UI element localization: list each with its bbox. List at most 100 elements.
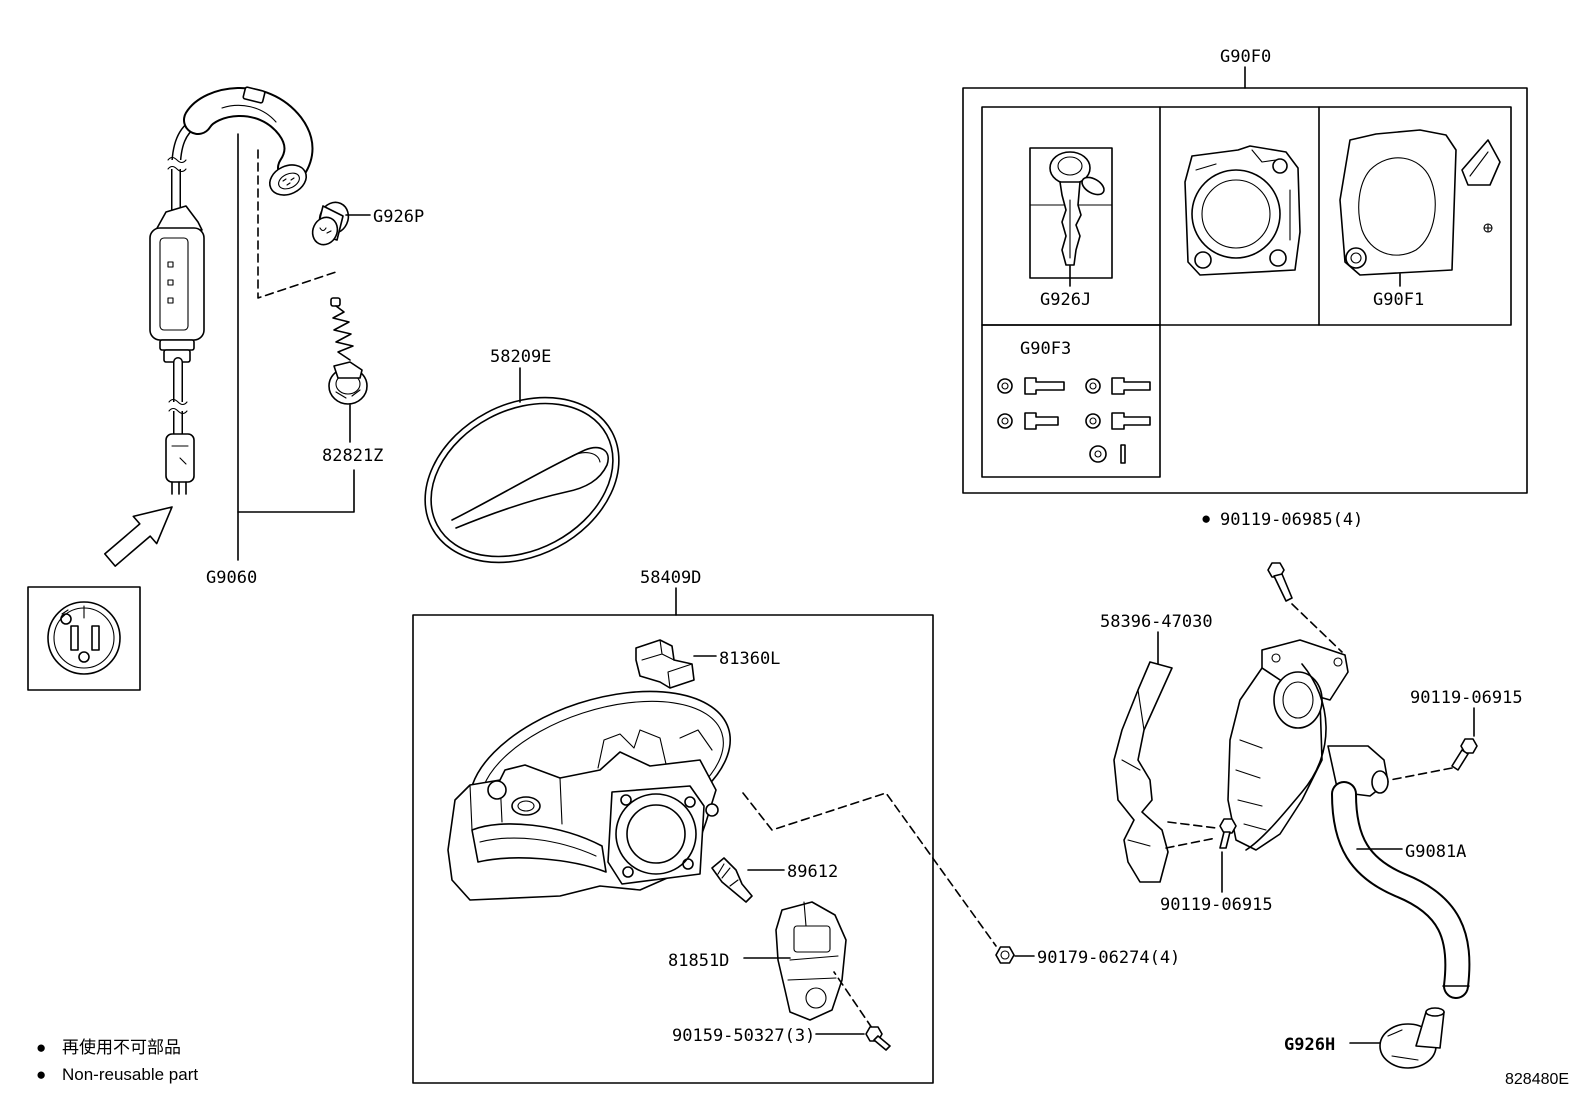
socket-inset-frame	[27, 586, 141, 691]
bracket-dashed-2	[1165, 837, 1217, 849]
g90f3-screw-4	[1111, 412, 1151, 430]
g90f3-washer-3-hole	[1001, 417, 1009, 425]
housing-grommet	[511, 796, 541, 816]
housing-bolt-hole-2	[684, 796, 696, 808]
lock-housing-plate	[1184, 145, 1301, 276]
handle-latch	[242, 86, 266, 104]
housing-bolt-hole-3	[622, 866, 634, 878]
actuator-screw-dashed	[833, 971, 873, 1029]
cover-g90f1-boss-hole	[1350, 252, 1362, 264]
spring-cap	[330, 297, 341, 307]
callout-90159-50327: 90159-50327(3)	[672, 1026, 815, 1046]
socket-ground-hole	[60, 613, 72, 625]
callout-58209e: 58209E	[490, 347, 551, 367]
housing-scoop-shade	[479, 837, 597, 857]
lid-outer-edge	[424, 396, 620, 564]
actuator-81851d-plunger	[805, 987, 827, 1009]
g90f3-cell-frame	[981, 324, 1161, 478]
legend: ● 再使用不可部品 ● Non-reusable part	[36, 1037, 198, 1084]
legend-item-japanese: 再使用不可部品	[62, 1037, 181, 1057]
lid-inner-edge	[430, 402, 614, 558]
actuator-81851d-motor	[793, 925, 831, 953]
control-box-top	[155, 205, 203, 231]
cap-g926h-spout	[1415, 1011, 1445, 1049]
socket-guide	[61, 605, 85, 619]
connector-head	[268, 164, 308, 196]
lock-housing-ring-inner	[1201, 179, 1271, 249]
wall-plug-detail	[171, 445, 189, 465]
socket-outer-ring	[47, 601, 121, 675]
g90f3-washer-4	[1085, 413, 1101, 429]
g90f3-washer-4-hole	[1089, 417, 1097, 425]
key-card	[1029, 147, 1113, 279]
connector-face	[278, 172, 300, 190]
charging-inlet-group: ● 90119-06985(4) 58396-47030 G9081A 9011…	[1100, 509, 1523, 1069]
clip-82821z-group: 82821Z	[322, 297, 383, 466]
socket-slot-left	[70, 625, 79, 651]
inlet-flange-hole-2	[1271, 653, 1281, 663]
callout-g926h: G926H	[1284, 1035, 1335, 1055]
bolt-90119-06915-right-shank	[1451, 749, 1469, 771]
callout-90119-06985: 90119-06985(4)	[1220, 510, 1363, 530]
fuel-lid-58209e-group: 58209E	[424, 347, 620, 564]
g90f3-washer-1	[997, 378, 1013, 394]
g90f0-outer-frame	[962, 87, 1528, 494]
g90f0-top-row-frame	[981, 106, 1512, 326]
control-box-indicator-3	[167, 297, 174, 304]
bolt-top-dashed	[1291, 603, 1343, 653]
bolt-right-dashed	[1389, 767, 1453, 781]
connector-81360l-body	[635, 639, 695, 689]
legend-marker-1: ●	[36, 1038, 46, 1057]
control-box-panel	[159, 237, 189, 331]
callout-g90f1: G90F1	[1373, 290, 1424, 310]
non-reusable-marker-bolt: ●	[1201, 509, 1211, 528]
nut-90179-hole	[1000, 950, 1010, 960]
inlet-port-ring	[1273, 671, 1323, 729]
cover-g90f1-boss	[1345, 247, 1367, 269]
control-box-collar	[159, 339, 195, 351]
callout-g90f0: G90F0	[1220, 47, 1271, 67]
nut-90179-hex	[995, 946, 1015, 964]
g90f3-washer-1-hole	[1001, 382, 1009, 390]
housing-scoop	[471, 823, 607, 873]
lock-housing-hole-3	[1272, 158, 1288, 174]
bracket-dashed-1	[1167, 821, 1217, 829]
cap-marking	[319, 227, 332, 234]
housing-grommet-hole	[517, 800, 535, 812]
g90f3-pin	[1120, 444, 1126, 464]
callout-90119-06915-lower: 90119-06915	[1160, 895, 1273, 915]
callout-g9060: G9060	[206, 568, 257, 588]
inlet-port-inner	[1282, 681, 1314, 719]
connector-pins	[282, 177, 295, 186]
bolt-90119-06985-shank	[1273, 573, 1293, 602]
g90f3-screw-1	[1024, 377, 1065, 395]
lid-tab	[571, 452, 601, 463]
callout-90119-06915-right: 90119-06915	[1410, 688, 1523, 708]
inlet-housing-ribs	[1235, 739, 1267, 831]
sensor-89612-thread	[717, 863, 739, 887]
g90f3-washer-3	[997, 413, 1013, 429]
g90f3-screw-2	[1111, 377, 1151, 395]
clip-tab	[333, 361, 363, 379]
lock-housing-hole-2	[1269, 249, 1287, 267]
cap-g926p-group: G926P	[311, 201, 424, 246]
callout-g90f3: G90F3	[1020, 339, 1071, 359]
lock-housing-detail	[1195, 149, 1291, 241]
actuator-81851d-detail	[787, 901, 839, 981]
cap-g926h-spout-top	[1425, 1007, 1445, 1017]
housing-to-nut-dashed	[742, 792, 997, 947]
nut-90179-group: 90179-06274(4)	[995, 946, 1180, 968]
socket-bottom-hole	[78, 651, 90, 663]
kit-screw-mark-cross	[1483, 223, 1493, 233]
callout-81851d: 81851D	[668, 951, 729, 971]
cap-front	[311, 216, 339, 246]
callout-g926p: G926P	[373, 207, 424, 227]
legend-item-english: Non-reusable part	[62, 1065, 198, 1084]
control-box-body	[149, 227, 205, 341]
g90f3-washer-5	[1089, 445, 1107, 463]
bolt-90119-06915-lower-head	[1219, 818, 1237, 834]
housing-ring-inner	[626, 804, 686, 864]
cable-break-mark-upper	[167, 156, 187, 173]
bolt-90119-06915-lower-shank	[1219, 831, 1231, 849]
callout-82821z: 82821Z	[322, 446, 383, 466]
